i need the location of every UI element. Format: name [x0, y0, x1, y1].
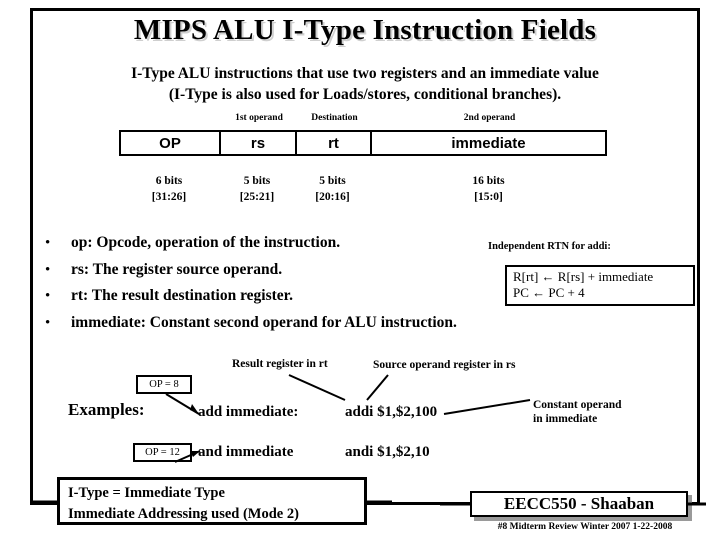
field-cell-immediate: immediate — [451, 134, 526, 152]
rtn-line-1-rhs: R[rs] + immediate — [557, 269, 654, 284]
rtn-line-2-rhs: PC + 4 — [548, 285, 585, 300]
bullet-dot-icon: • — [45, 235, 51, 251]
annotation-result-register: Result register in rt — [232, 358, 328, 370]
list-item-label: rt: The result destination register. — [71, 287, 294, 304]
example-code-addi: addi $1,$2,100 — [345, 404, 438, 420]
field-cell-op: OP — [121, 132, 221, 154]
bits-rs-range: [25:21] — [239, 191, 275, 203]
rtn-caption: Independent RTN for addi: — [488, 241, 611, 252]
list-item-label: immediate: Constant second operand for A… — [71, 313, 457, 331]
definition-box: I-Type = Immediate Type Immediate Addres… — [57, 477, 367, 525]
example-name-addi: add immediate: — [198, 404, 299, 420]
bits-op: 6 bits [31:26] — [119, 173, 219, 205]
rtn-line-1-lhs: R[rt] — [513, 269, 539, 284]
page-title: MIPS ALU I-Type Instruction Fields — [133, 14, 597, 46]
instruction-format-table: OP rs rt immediate — [119, 130, 607, 156]
annotation-source-register: Source operand register in rs — [373, 359, 516, 371]
annotation-constant-operand: Constant operand in immediate — [533, 398, 622, 426]
list-item: • op: Opcode, operation of the instructi… — [45, 234, 475, 252]
list-item: • rs: The register source operand. — [45, 261, 475, 279]
list-item-label: op: Opcode, operation of the instruction… — [71, 234, 341, 251]
footer-note: #8 Midterm Review Winter 2007 1-22-2008 — [497, 522, 673, 532]
field-description-list: • op: Opcode, operation of the instructi… — [45, 234, 475, 340]
list-item: • rt: The result destination register. — [45, 287, 475, 305]
bullet-dot-icon: • — [45, 261, 51, 278]
field-bit-widths: 6 bits [31:26] 5 bits [25:21] 5 bits [20… — [0, 173, 720, 207]
definition-line-2: Immediate Addressing used (Mode 2) — [68, 506, 299, 522]
bits-immediate-width: 16 bits — [472, 175, 505, 187]
bits-op-range: [31:26] — [151, 191, 187, 203]
footer-course-badge: EECC550 - Shaaban — [470, 491, 688, 517]
left-arrow-icon: ← — [532, 285, 546, 300]
opcode-box-andi: OP = 12 — [133, 443, 192, 462]
rtn-box: R[rt] ← R[rs] + immediate PC ← PC + 4 — [505, 265, 695, 306]
field-cell-rs: rs — [221, 132, 297, 154]
annotation-constant-operand-line-1: Constant operand — [533, 399, 622, 411]
bullet-dot-icon: • — [45, 288, 51, 304]
bits-rt: 5 bits [20:16] — [295, 173, 370, 205]
bits-rs: 5 bits [25:21] — [219, 173, 295, 205]
examples-heading: Examples: — [68, 400, 145, 419]
bits-immediate: 16 bits [15:0] — [370, 173, 607, 205]
slide-subtitle: I-Type ALU instructions that use two reg… — [40, 63, 690, 105]
field-label-1st-operand: 1st operand — [235, 113, 283, 123]
bits-rt-range: [20:16] — [315, 191, 350, 203]
rtn-line-2: PC ← PC + 4 — [513, 285, 687, 301]
definition-line-1: I-Type = Immediate Type — [68, 485, 225, 501]
field-annotations: 1st operand Destination 2nd operand — [0, 113, 720, 127]
annotation-constant-operand-line-2: in immediate — [533, 413, 598, 425]
subtitle-line-1: I-Type ALU instructions that use two reg… — [131, 65, 599, 82]
list-item: • immediate: Constant second operand for… — [45, 314, 475, 332]
field-label-destination: Destination — [311, 113, 358, 123]
rtn-line-1: R[rt] ← R[rs] + immediate — [513, 269, 687, 285]
bits-rt-width: 5 bits — [319, 175, 346, 187]
bullet-dot-icon: • — [45, 314, 51, 331]
bits-rs-width: 5 bits — [243, 175, 271, 187]
opcode-box-addi: OP = 8 — [136, 375, 192, 394]
field-cell-rt: rt — [297, 132, 372, 154]
rtn-line-2-lhs: PC — [513, 285, 529, 300]
subtitle-line-2: (I-Type is also used for Loads/stores, c… — [168, 86, 562, 103]
left-arrow-icon: ← — [541, 269, 555, 284]
bits-op-width: 6 bits — [155, 175, 183, 187]
bits-immediate-range: [15:0] — [474, 191, 503, 203]
list-item-label: rs: The register source operand. — [71, 260, 283, 278]
example-code-andi: andi $1,$2,10 — [345, 444, 430, 460]
field-label-2nd-operand: 2nd operand — [463, 113, 516, 123]
example-name-andi: and immediate — [198, 444, 294, 460]
